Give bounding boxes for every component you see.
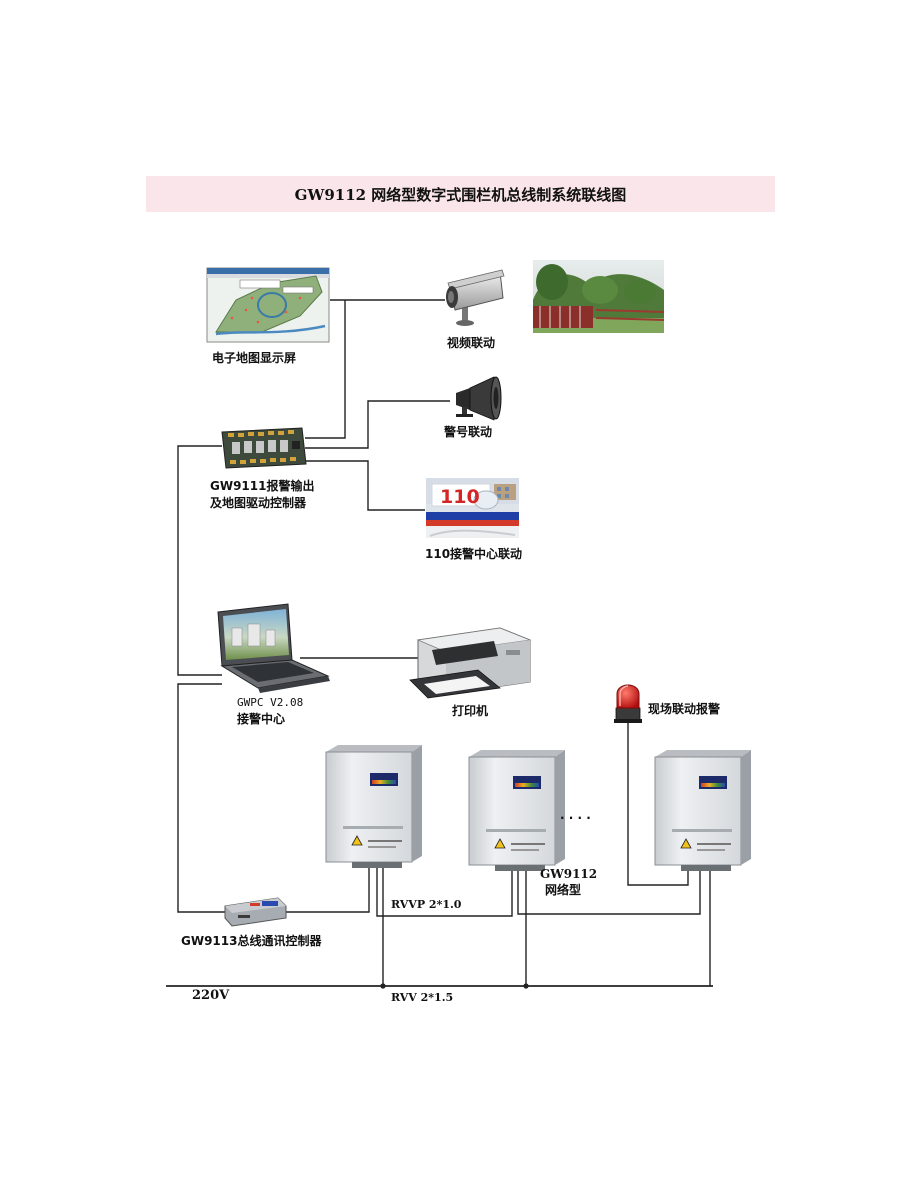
printer-icon xyxy=(409,627,532,699)
voltage-label: 220V xyxy=(192,988,230,1003)
laptop-label-line1: GWPC V2.08 xyxy=(237,696,304,709)
wire-bus-host1 xyxy=(285,868,370,913)
controller-label-line1: GW9111报警输出 xyxy=(210,479,315,493)
map-screen-label: 电子地图显示屏 xyxy=(212,351,297,365)
fence-host-box xyxy=(654,750,751,871)
fence-host-box xyxy=(468,750,565,871)
siren-label: 警号联动 xyxy=(444,425,493,439)
map-screen-icon xyxy=(206,267,330,343)
power-cable-label: RVV 2*1.5 xyxy=(391,991,454,1004)
wires xyxy=(177,299,711,986)
wire-map-controller xyxy=(305,300,346,439)
beacon-icon xyxy=(614,684,642,723)
camera-icon xyxy=(446,269,505,326)
junction-dot xyxy=(380,983,386,989)
fence-photo xyxy=(533,260,665,333)
police-center-label: 110接警中心联动 xyxy=(425,547,523,561)
siren-icon xyxy=(456,376,502,421)
laptop-icon xyxy=(217,603,330,693)
wire-controller-laptop xyxy=(177,445,222,676)
fence-host-label-line2: 网络型 xyxy=(545,883,582,897)
controller-board-icon xyxy=(221,427,307,469)
diagram-title: GW9112 网络型数字式围栏机总线制系统联线图 xyxy=(294,185,627,204)
wire-beacon-host3 xyxy=(627,720,689,886)
printer-label: 打印机 xyxy=(452,704,489,718)
controller-label-line2: 及地图驱动控制器 xyxy=(210,496,307,510)
ellipsis-marker: · · · · xyxy=(560,811,591,825)
police-center-sign: 110 xyxy=(440,486,480,508)
wire-rvvp-host2 xyxy=(376,868,513,917)
signal-cable-label: RVVP 2*1.0 xyxy=(391,898,462,911)
wire-controller-110 xyxy=(305,460,425,511)
wire-laptop-bus xyxy=(177,683,225,913)
bus-controller-icon xyxy=(224,897,287,927)
fence-host-label-line1: GW9112 xyxy=(540,867,598,881)
wire-controller-siren xyxy=(305,400,450,449)
beacon-label: 现场联动报警 xyxy=(648,702,721,716)
police-center-photo xyxy=(426,478,519,538)
laptop-label-line2: 接警中心 xyxy=(237,712,286,726)
video-label: 视频联动 xyxy=(447,336,496,350)
wire-rvvp-host3 xyxy=(517,868,701,915)
title-bar: GW9112 网络型数字式围栏机总线制系统联线图 xyxy=(146,176,775,212)
bus-controller-label: GW9113总线通讯控制器 xyxy=(181,934,322,948)
junction-dot xyxy=(523,983,529,989)
fence-host-box xyxy=(325,745,422,868)
